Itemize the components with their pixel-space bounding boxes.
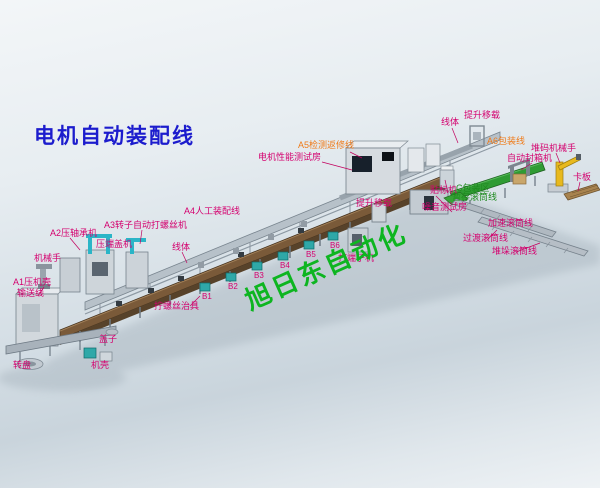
- a1-door-panel: [22, 304, 40, 332]
- label-motor-test-room: 电机性能测试房: [258, 152, 322, 162]
- pallet-block: [563, 183, 600, 201]
- lift-transfer-mid-block: [371, 203, 387, 223]
- cover-disc: [105, 328, 119, 336]
- leader-lines: [37, 127, 581, 307]
- a2-column-left: [88, 236, 92, 254]
- label-line-body-left: 线体: [172, 242, 191, 252]
- station-b-bins: [199, 231, 339, 292]
- buffer-zone-green: [443, 191, 469, 206]
- palletizing-robot-block: [547, 154, 581, 193]
- label-c-packing-zone: C包装区: [456, 183, 490, 193]
- robot-base: [38, 284, 50, 289]
- left-machine-cluster: [5, 234, 149, 370]
- a2-panel: [92, 262, 108, 276]
- carton-box: [512, 173, 527, 185]
- label-palletizing-robot: 堆码机械手: [531, 143, 577, 153]
- sealer-beam: [508, 158, 530, 169]
- sealer-post-left: [510, 166, 514, 182]
- label-infeed-conveyor: 输送线: [17, 288, 45, 298]
- a3-column: [130, 240, 134, 254]
- label-line-body-right: 线体: [441, 117, 460, 127]
- a2-gantry-beam: [86, 234, 112, 238]
- label-lift-transfer-top: 提升移载: [464, 110, 501, 120]
- test-cabinet-3: [425, 143, 441, 167]
- label-labeling-machine: 贴标机: [430, 185, 458, 195]
- roller-band-2: [477, 216, 589, 257]
- diagram-title: 电机自动装配线: [34, 124, 195, 148]
- label-b1: B1: [202, 292, 212, 301]
- hmi-screen: [382, 152, 394, 161]
- label-a5-test-repair-line: A5检测返修线: [298, 140, 355, 150]
- label-b3: B3: [254, 271, 264, 280]
- sealer-post-right: [526, 160, 530, 176]
- lift-transfer-top-frame: [469, 125, 485, 147]
- test-cabinet-2: [407, 147, 425, 173]
- housing-bin: [83, 347, 97, 359]
- label-a4-manual-line: A4人工装配线: [184, 206, 241, 216]
- label-buffer-roller-line: 暂存滚筒线: [452, 192, 498, 202]
- terminal-machine-block: [347, 227, 369, 253]
- label-a2-bearing-press: A2压轴承机: [50, 228, 98, 238]
- label-b2: B2: [228, 282, 238, 291]
- a3-screw-machine: [125, 251, 149, 289]
- label-housing: 机壳: [91, 360, 110, 370]
- lift-platform: [473, 132, 481, 140]
- roller-conveyors: [443, 191, 589, 257]
- turntable-hub: [24, 361, 36, 367]
- label-auto-carton-sealer: 自动封箱机: [507, 153, 553, 163]
- feeder-machine: [59, 257, 81, 293]
- robot-gripper: [576, 154, 581, 160]
- label-cover: 盖子: [99, 334, 118, 344]
- label-turntable: 转盘: [13, 360, 32, 370]
- label-pallet: 卡板: [573, 172, 592, 182]
- motors-on-belt: [116, 228, 304, 306]
- label-b6: B6: [330, 241, 340, 250]
- label-b4: B4: [280, 261, 290, 270]
- workstation-stools: [198, 221, 307, 268]
- a3-beam: [126, 238, 146, 242]
- label-a6-packing-line: A6包装线: [487, 136, 526, 146]
- label-robot-arm: 机械手: [34, 253, 62, 263]
- a2-column-right: [106, 236, 110, 254]
- test-line: [339, 140, 473, 201]
- label-stacking-roller-line: 堆垛滚筒线: [492, 246, 538, 256]
- label-b5: B5: [306, 250, 316, 259]
- label-terminal-machine: 打端子机: [338, 253, 375, 263]
- housing-box: [99, 351, 113, 362]
- packing-line: [449, 125, 546, 210]
- test-room-roof: [345, 140, 409, 149]
- robot-column: [40, 268, 46, 284]
- label-endcap-press: 压端盖机: [96, 239, 133, 249]
- robot-arm-beam: [36, 264, 52, 269]
- label-a1-housing-press: A1压机壳: [13, 277, 52, 287]
- roller-band-1: [451, 198, 557, 238]
- label-a3-auto-screw-machine: A3转子自动打螺丝机: [104, 220, 188, 230]
- label-screw-fixture: 拧螺丝治具: [154, 301, 200, 311]
- labeling-machine-block: [439, 165, 455, 189]
- test-room-window: [352, 156, 372, 172]
- label-noise-test-room: 噪音测试房: [422, 202, 468, 212]
- label-accel-roller-line: 加速滚筒线: [488, 218, 534, 228]
- floor-shadow: [0, 188, 600, 391]
- label-lift-transfer-mid: 提升移载: [356, 198, 393, 208]
- label-transition-roller-line: 过渡滚筒线: [463, 233, 509, 243]
